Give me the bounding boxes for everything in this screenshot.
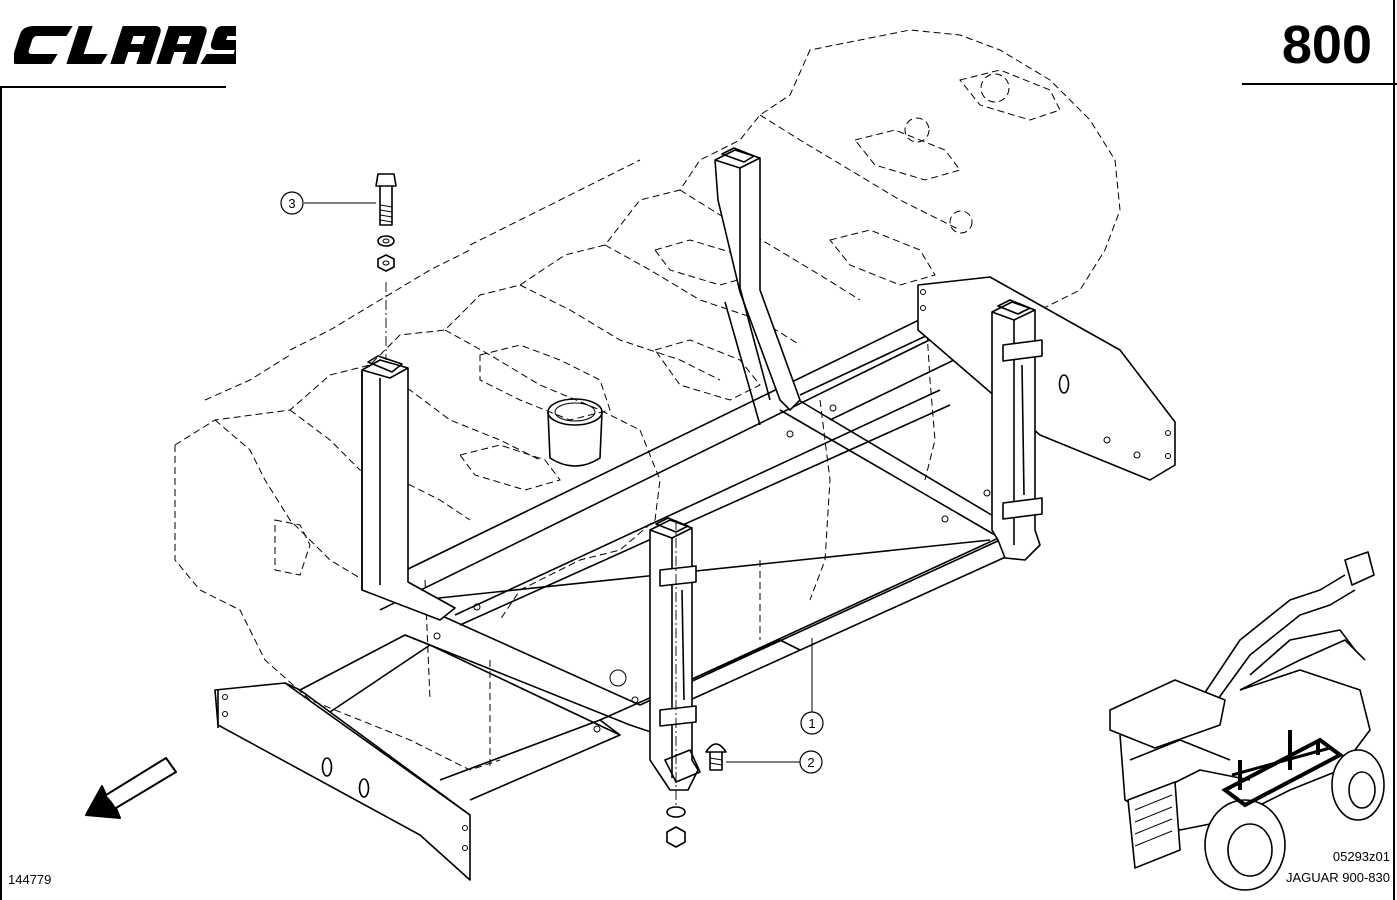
callout-1-label: 1	[808, 716, 815, 731]
front-upright-with-brackets	[649, 517, 701, 791]
callout-2: 2	[726, 750, 823, 774]
carriage-bolt	[666, 743, 727, 848]
callout-1: 1	[800, 638, 824, 735]
claas-logo	[14, 22, 236, 68]
hex-bolt	[375, 173, 397, 272]
callout-3-label: 3	[288, 196, 295, 211]
page-number-underline	[1242, 83, 1397, 85]
rear-upright-with-brackets	[991, 299, 1043, 561]
model-designation: JAGUAR 900-830	[1285, 870, 1390, 885]
support-frame	[214, 276, 1176, 881]
ballast-weights-phantom	[174, 29, 1121, 771]
drawing-number: 144779	[8, 872, 52, 887]
left-upright-bracket	[361, 147, 801, 621]
harvester-location-icon	[1109, 551, 1385, 891]
logo-underline	[0, 86, 226, 88]
callout-3: 3	[280, 191, 376, 215]
claas-logo-mark	[14, 26, 236, 64]
filler-neck	[547, 398, 603, 467]
image-reference: 05293z01 JAGUAR 900-830	[1262, 846, 1390, 888]
frame-border-left	[0, 88, 2, 900]
direction-arrow-icon	[85, 757, 177, 819]
page-number: 800	[1281, 15, 1372, 75]
image-code: 05293z01	[1332, 849, 1390, 864]
callout-2-label: 2	[807, 755, 814, 770]
frame-border-right	[1393, 0, 1395, 900]
